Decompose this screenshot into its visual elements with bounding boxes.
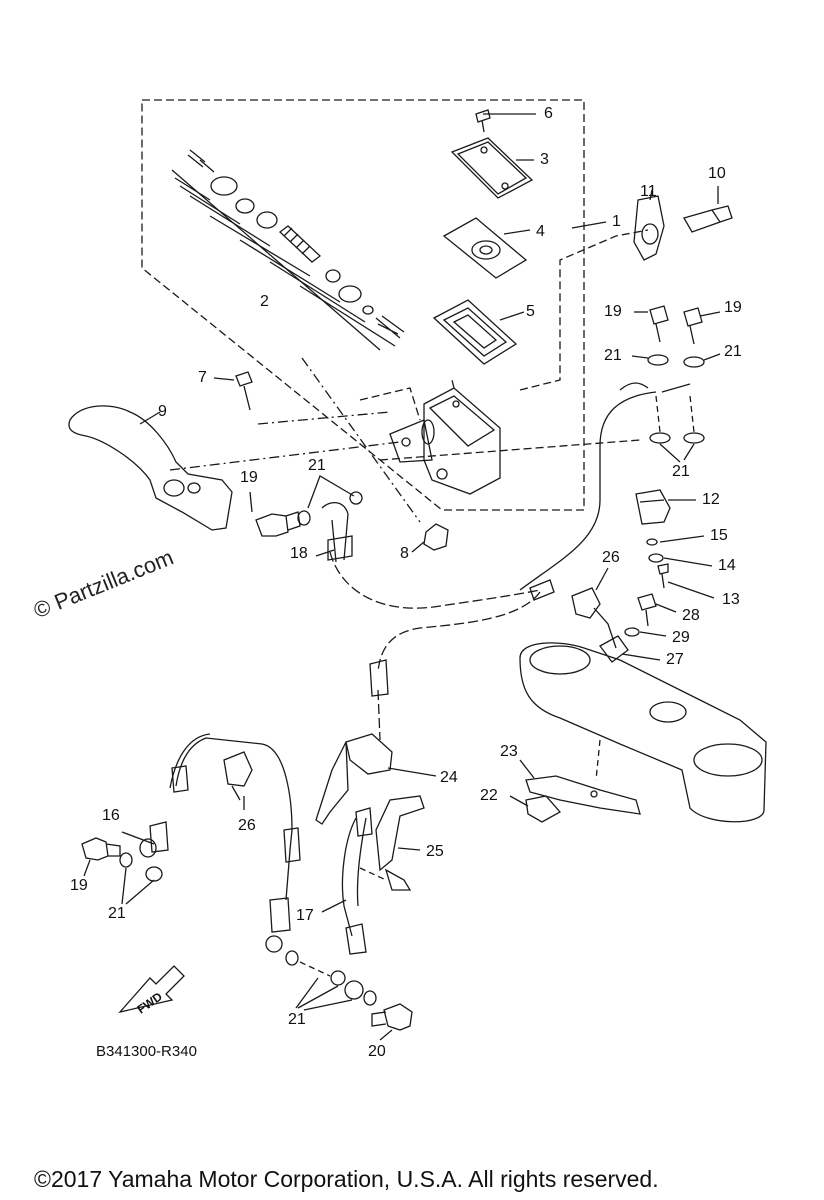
callout-19-lower: 19 [70,877,88,894]
callout-23: 23 [500,743,518,760]
union-bolt-20 [383,1003,413,1031]
hose-guide-23 [525,775,641,815]
callout-14: 14 [718,557,736,574]
callout-1: 1 [612,213,621,230]
union-bolt-left [255,513,289,537]
holder-bolt [683,205,733,233]
callout-18: 18 [290,545,308,562]
callout-9: 9 [158,403,167,420]
diaphragm-plate [442,217,528,279]
callout-19-lever: 19 [240,469,258,486]
brake-hose-16 [169,733,293,901]
brake-lever [68,405,233,531]
callout-28: 28 [682,607,700,624]
callout-7: 7 [198,369,207,386]
callout-12: 12 [702,491,720,508]
callout-2: 2 [260,293,269,310]
brake-hose-17 [341,817,367,937]
clamp-25 [375,795,425,872]
brake-hose-upper [519,391,657,591]
callout-16: 16 [102,807,120,824]
under-bracket [519,642,767,823]
master-cylinder-body [423,387,501,495]
callout-11: 11 [640,183,657,200]
callout-25: 25 [426,843,444,860]
callout-20: 20 [368,1043,386,1060]
copyright-notice: ©2017 Yamaha Motor Corporation, U.S.A. A… [34,1166,659,1192]
callout-21-bottom: 21 [288,1011,306,1028]
hose-joint-lower [223,751,253,787]
reservoir-cap [450,137,534,199]
pivot-bolt [235,371,253,411]
cap-screw [475,109,491,133]
callout-4: 4 [536,223,545,240]
callout-15: 15 [710,527,728,544]
hose-guide-22 [525,795,562,823]
callout-19-right-a: 19 [604,303,622,320]
piston-kit-parts [171,149,405,351]
pivot-nut [423,523,449,551]
hose-joint-upper [571,587,601,619]
callout-21-lower-left: 21 [108,905,126,922]
assembly-boundary [141,99,585,511]
callout-19-right-b: 19 [724,299,742,316]
brake-switch [635,489,671,525]
callout-5: 5 [526,303,535,320]
fwd-arrow [118,965,185,1014]
diaphragm [432,299,518,365]
callout-10: 10 [708,165,726,182]
hose-holder-24 [345,733,393,775]
callout-6: 6 [544,105,553,122]
callout-27: 27 [666,651,684,668]
brake-hose-center [377,689,381,741]
callout-26-lower: 26 [238,817,256,834]
callout-21-right-a: 21 [604,347,622,364]
callout-21-right-c: 21 [672,463,690,480]
union-bolt-lower-left [81,837,109,861]
union-bolt-right-2 [683,307,703,345]
callout-17: 17 [296,907,314,924]
callout-29: 29 [672,629,690,646]
callout-3: 3 [540,151,549,168]
brake-hose-18 [321,502,349,563]
callout-22: 22 [480,787,498,804]
callout-21-upper: 21 [308,457,326,474]
callout-21-right-b: 21 [724,343,742,360]
union-bolt-right-1 [649,305,669,343]
callout-24: 24 [440,769,458,786]
callout-26-upper: 26 [602,549,620,566]
callout-8: 8 [400,545,409,562]
callout-13: 13 [722,591,740,608]
handlebar-holder [633,195,665,261]
diagram-code: B341300-R340 [96,1043,197,1060]
